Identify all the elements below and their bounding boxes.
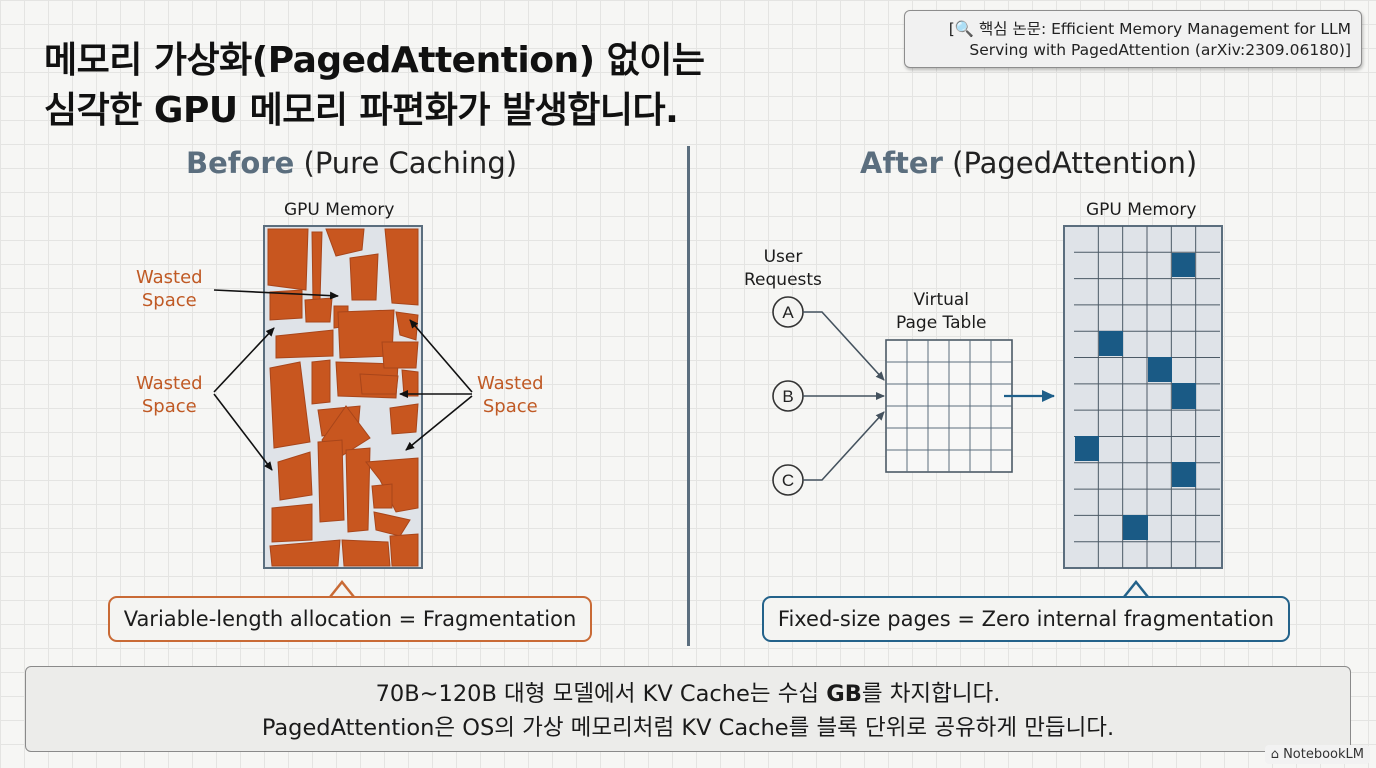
allocated-page — [1148, 357, 1172, 382]
notebooklm-brand: ⌂ NotebookLM — [1264, 745, 1370, 764]
fragment-block — [311, 231, 323, 301]
wasted-label-top-1: Wasted — [136, 267, 203, 288]
allocated-page — [1172, 462, 1196, 487]
after-callout-notch — [1123, 579, 1149, 598]
title-line-2: 심각한 GPU 메모리 파편화가 발생합니다. — [44, 90, 679, 131]
fragment-block — [271, 503, 313, 543]
summary-line-1-pre: 70B~120B 대형 모델에서 KV Cache는 수십 — [375, 681, 827, 707]
summary-line-1-post: 를 차지합니다. — [861, 681, 1001, 707]
fragment-block — [359, 373, 399, 395]
fragment-block — [325, 228, 365, 257]
request-label-c: C — [782, 471, 794, 490]
wasted-label-top: Wasted Space — [136, 266, 203, 312]
before-heading-rest: (Pure Caching) — [294, 146, 518, 180]
fragment-block — [389, 533, 419, 567]
fragment-block — [277, 451, 313, 501]
reference-line-2: Serving with PagedAttention (arXiv:2309.… — [969, 41, 1351, 59]
wasted-label-left: Wasted Space — [136, 372, 203, 418]
allocated-page — [1123, 515, 1148, 540]
wasted-label-right: Wasted Space — [477, 372, 544, 418]
fragment-block — [311, 359, 331, 405]
allocated-page — [1172, 383, 1196, 409]
fragment-block — [317, 439, 345, 523]
slide-title: 메모리 가상화(PagedAttention) 없이는 심각한 GPU 메모리 … — [44, 36, 705, 136]
arrow-left-wasted-upper — [213, 327, 275, 393]
before-heading-strong: Before — [186, 146, 295, 180]
paged-gpu-memory — [1063, 225, 1223, 569]
arrow-request-a — [803, 311, 885, 381]
fragment-block — [395, 311, 419, 341]
arrow-top-wasted — [213, 289, 339, 300]
after-memory-label: GPU Memory — [1086, 200, 1197, 220]
before-memory-label: GPU Memory — [284, 200, 395, 220]
wasted-label-right-2: Space — [482, 396, 538, 417]
wasted-label-right-1: Wasted — [477, 373, 544, 394]
fragment-block — [267, 228, 309, 291]
before-heading: Before (Pure Caching) — [186, 146, 517, 180]
fragment-block — [269, 289, 303, 321]
allocated-page — [1099, 331, 1123, 356]
fragment-block — [269, 361, 311, 449]
fragment-block — [401, 369, 419, 397]
reference-line-1: [🔍 핵심 논문: Efficient Memory Management fo… — [948, 20, 1351, 38]
summary-box: 70B~120B 대형 모델에서 KV Cache는 수십 GB를 차지합니다.… — [25, 666, 1351, 752]
user-requests-label-2: Requests — [744, 270, 822, 290]
summary-line-2: PagedAttention은 OS의 가상 메모리처럼 KV Cache를 블… — [261, 715, 1115, 741]
arrow-right-wasted-lower — [405, 395, 473, 451]
allocated-pages — [1075, 253, 1196, 540]
fragment-block — [371, 483, 393, 509]
request-label-b: B — [782, 387, 793, 406]
after-heading-rest: (PagedAttention) — [942, 146, 1198, 180]
page-table-label-1: Virtual — [913, 290, 970, 310]
reference-box: [🔍 핵심 논문: Efficient Memory Management fo… — [904, 10, 1362, 68]
allocated-page — [1075, 436, 1099, 461]
wasted-label-left-1: Wasted — [136, 373, 203, 394]
request-label-a: A — [782, 303, 794, 322]
fragment-block — [349, 253, 379, 301]
before-callout-notch — [329, 579, 355, 598]
fragment-block — [275, 329, 334, 359]
wasted-space-arrows — [213, 289, 473, 471]
fragment-block — [345, 447, 371, 533]
wasted-label-top-2: Space — [141, 290, 197, 311]
allocated-page — [1172, 253, 1195, 277]
fragment-block — [384, 228, 419, 306]
panel-divider — [687, 146, 690, 646]
wasted-label-left-2: Space — [141, 396, 197, 417]
fragment-block — [304, 297, 333, 323]
before-callout: Variable-length allocation = Fragmentati… — [108, 596, 592, 642]
arrow-request-c — [803, 411, 885, 481]
fragmented-blocks — [267, 228, 419, 567]
after-callout: Fixed-size pages = Zero internal fragmen… — [762, 596, 1290, 642]
page-table-label: Virtual Page Table — [896, 289, 987, 335]
fragment-block — [341, 539, 391, 567]
request-arrows — [803, 311, 885, 481]
user-requests-label: User Requests — [744, 246, 822, 292]
arrow-left-wasted-lower — [213, 393, 273, 471]
title-line-1: 메모리 가상화(PagedAttention) 없이는 — [44, 40, 705, 81]
virtual-page-table — [885, 339, 1013, 473]
fragment-block — [389, 403, 419, 435]
after-heading-strong: After — [860, 146, 943, 180]
summary-line-1-bold: GB — [826, 681, 862, 707]
fragment-block — [269, 539, 341, 567]
arrow-right-wasted-upper — [409, 319, 473, 393]
summary-line-1: 70B~120B 대형 모델에서 KV Cache는 수십 GB를 차지합니다. — [26, 677, 1350, 711]
page-table-label-2: Page Table — [896, 313, 987, 333]
user-requests-label-1: User — [763, 247, 803, 267]
after-heading: After (PagedAttention) — [860, 146, 1197, 180]
fragment-block — [381, 341, 419, 369]
request-circles: A B C — [772, 296, 804, 496]
